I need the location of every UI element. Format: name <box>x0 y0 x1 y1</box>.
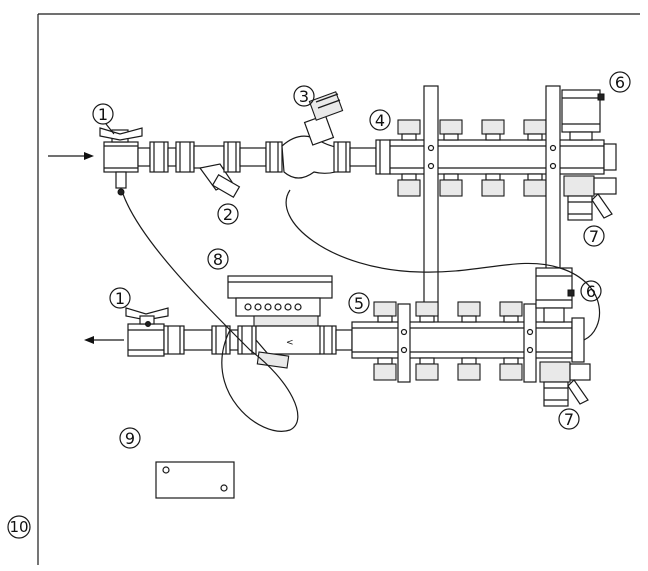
sensor-cables <box>122 189 601 432</box>
drawing-frame <box>37 13 640 565</box>
svg-text:2: 2 <box>223 205 233 224</box>
return-manifold <box>351 301 585 383</box>
svg-text:7: 7 <box>589 227 599 246</box>
bottom-pipe-left <box>163 325 257 355</box>
heat-meter: < <box>227 275 337 369</box>
callout-2: 2 <box>217 203 239 225</box>
top-pipe-fittings-left <box>137 141 195 173</box>
inflow-arrow <box>48 152 94 160</box>
top-ball-valve <box>99 127 143 196</box>
svg-text:4: 4 <box>375 111 385 130</box>
callout-6-bottom: 6 <box>580 280 602 302</box>
supply-manifold <box>389 85 617 337</box>
label-plate <box>155 461 235 499</box>
callout-1-top: 1 <box>92 103 115 135</box>
svg-text:1: 1 <box>115 289 125 308</box>
callout-8: 8 <box>207 248 229 270</box>
top-drain-valve <box>563 175 617 221</box>
outflow-arrow <box>84 336 124 344</box>
bottom-drain-valve <box>539 361 591 407</box>
callout-7-bottom: 7 <box>558 408 580 430</box>
svg-text:10: 10 <box>9 518 28 536</box>
svg-text:7: 7 <box>564 410 574 429</box>
top-pipe-right <box>349 139 391 175</box>
bottom-ball-valve <box>125 307 169 357</box>
callout-7-top: 7 <box>583 225 605 247</box>
supply-outlets-bottom <box>397 173 547 197</box>
svg-text:1: 1 <box>98 105 108 124</box>
svg-text:3: 3 <box>299 87 309 106</box>
svg-text:5: 5 <box>354 294 364 313</box>
callout-1-bottom: 1 <box>109 287 131 309</box>
svg-text:6: 6 <box>615 73 625 92</box>
bottom-pipe-right <box>335 329 353 351</box>
callout-3: 3 <box>293 85 315 107</box>
callout-10: 10 <box>7 515 31 539</box>
callout-6-top: 6 <box>609 71 631 93</box>
svg-text:8: 8 <box>213 250 223 269</box>
svg-text:9: 9 <box>125 429 135 448</box>
callout-4: 4 <box>369 109 391 131</box>
return-outlets-bottom <box>373 357 523 381</box>
y-strainer <box>193 141 241 199</box>
top-air-vent <box>561 89 605 141</box>
top-pipe-mid <box>239 141 283 173</box>
svg-text:<: < <box>286 338 294 348</box>
supply-outlets-top <box>397 119 547 141</box>
callout-5: 5 <box>348 292 370 314</box>
callout-9: 9 <box>119 427 141 449</box>
return-outlets-top <box>373 301 523 323</box>
balancing-valve <box>281 91 351 179</box>
svg-text:6: 6 <box>586 282 596 301</box>
bottom-air-vent <box>535 267 575 323</box>
